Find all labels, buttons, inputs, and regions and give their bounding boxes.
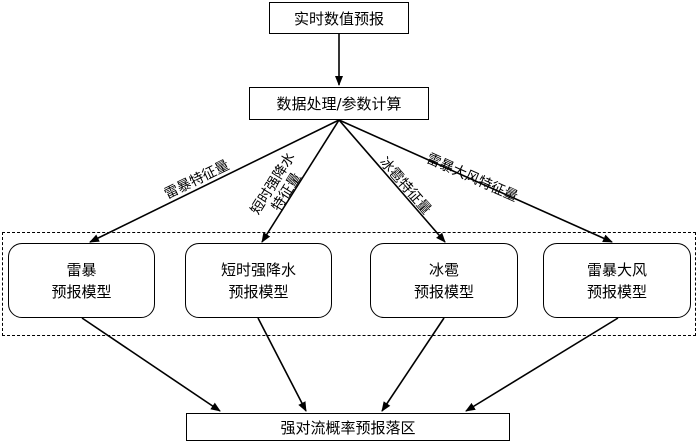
- model-wind-line1: 雷暴大风: [586, 260, 647, 279]
- process-node-label: 数据处理/参数计算: [276, 95, 402, 113]
- arrow-wind-to-output: [465, 317, 619, 412]
- model-thunder-line1: 雷暴: [66, 260, 97, 279]
- model-hail-line1: 冰雹: [428, 260, 459, 279]
- model-wind: 雷暴大风 预报模型: [543, 243, 691, 318]
- output-node-label: 强对流概率预报落区: [280, 418, 416, 437]
- arrow-process-to-hail: [338, 119, 446, 243]
- arrow-hail-to-output: [381, 317, 445, 412]
- process-node: 数据处理/参数计算: [249, 87, 429, 120]
- model-rain: 短时强降水 预报模型: [185, 243, 332, 318]
- model-hail-line2: 预报模型: [413, 282, 474, 301]
- model-rain-line1: 短时强降水: [220, 260, 296, 279]
- arrow-process-to-thunder: [89, 119, 340, 243]
- arrow-rain-to-output: [257, 317, 307, 412]
- arrow-process-to-wind: [338, 119, 613, 243]
- output-node: 强对流概率预报落区: [186, 413, 510, 441]
- model-rain-line2: 预报模型: [228, 282, 289, 301]
- model-thunder: 雷暴 预报模型: [8, 243, 155, 318]
- input-node: 实时数值预报: [269, 2, 409, 34]
- model-wind-line2: 预报模型: [586, 282, 647, 301]
- arrow-process-to-rain: [261, 119, 340, 243]
- input-node-label: 实时数值预报: [293, 9, 384, 28]
- model-hail: 冰雹 预报模型: [370, 243, 518, 318]
- model-group: [2, 232, 696, 336]
- model-thunder-line2: 预报模型: [51, 282, 112, 301]
- arrow-thunder-to-output: [81, 317, 221, 412]
